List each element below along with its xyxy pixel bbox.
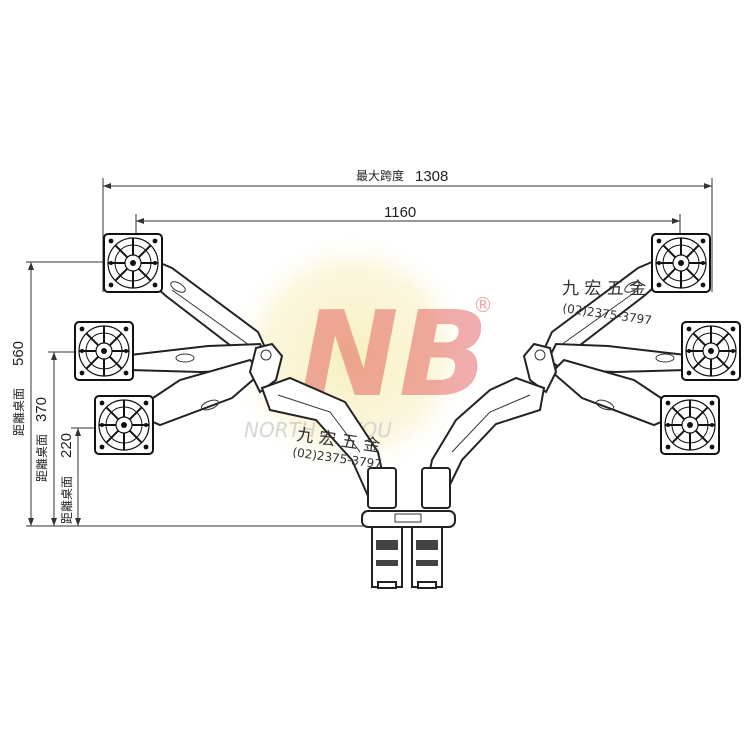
vesa-plate-left-middle [74, 321, 134, 381]
height-560-value: 560 [10, 341, 27, 366]
right-arm-assembly [421, 260, 687, 509]
inner-span-dimension: 1160 [135, 204, 681, 236]
desk-clamp-base [361, 510, 456, 589]
registered-mark: ® [473, 293, 493, 317]
vesa-plate-right-top [651, 233, 711, 293]
left-arm-assembly [129, 260, 397, 509]
height-370-label: 距離桌面 [35, 434, 49, 482]
height-220-value: 220 [58, 433, 75, 458]
brand-logo-watermark: NB ® NORTH BAYOU [227, 230, 493, 480]
vesa-plates-left [74, 233, 163, 455]
vesa-plate-right-bottom [660, 395, 720, 455]
vesa-plate-left-top [103, 233, 163, 293]
vesa-plates-right [651, 233, 741, 455]
shop-name-right: 九 宏 五 金 [562, 279, 646, 299]
vesa-plate-left-bottom [94, 395, 154, 455]
height-220-label: 距離桌面 [60, 476, 74, 524]
height-dimensions: 距離桌面 560 距離桌面 370 距離桌面 220 [10, 261, 372, 527]
height-560-label: 距離桌面 [12, 388, 26, 436]
max-span-label: 最大跨度 [356, 168, 404, 183]
height-370-value: 370 [33, 397, 50, 422]
max-span-value: 1308 [415, 168, 448, 185]
inner-span-value: 1160 [384, 204, 416, 221]
vesa-plate-right-middle [681, 321, 741, 381]
